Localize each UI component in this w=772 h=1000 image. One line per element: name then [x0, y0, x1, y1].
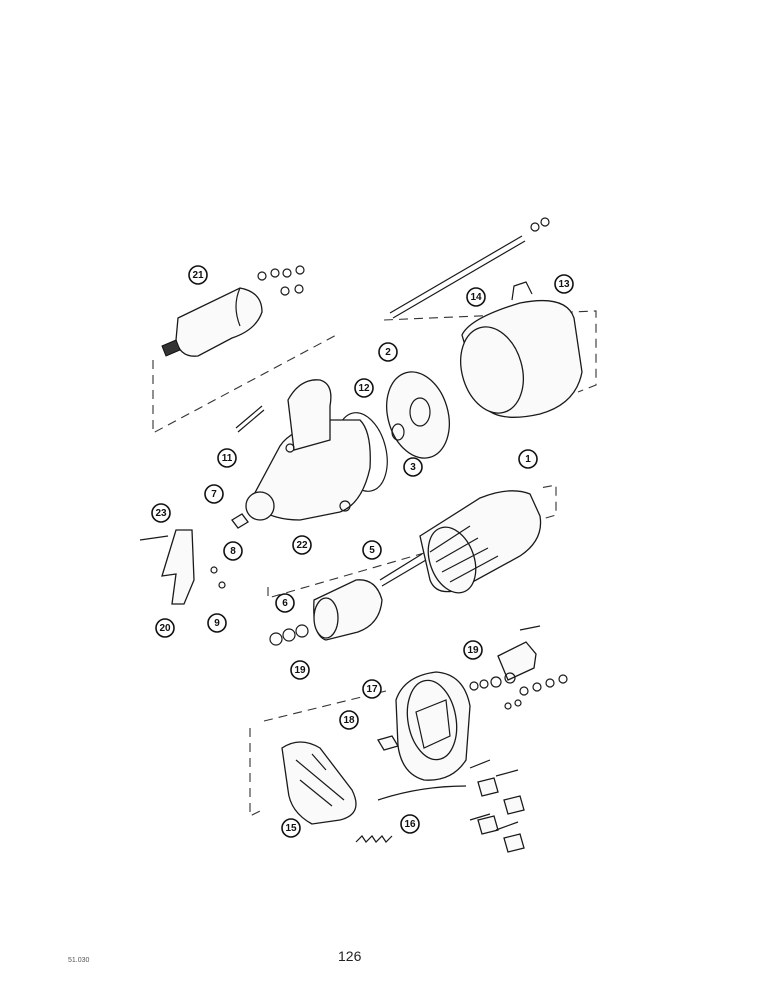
end-plate	[386, 371, 450, 459]
callout-number: 2	[385, 347, 391, 358]
callout-7: 7	[204, 484, 224, 504]
callout-8: 8	[223, 541, 243, 561]
armature	[379, 490, 542, 594]
callout-19: 19	[290, 660, 310, 680]
callout-number: 8	[230, 546, 236, 557]
callout-number: 11	[222, 453, 233, 464]
callout-number: 18	[343, 715, 355, 726]
drive-pinion	[269, 579, 383, 646]
callout-circle	[354, 378, 374, 398]
callout-5: 5	[362, 540, 382, 560]
callout-number: 23	[155, 508, 167, 519]
callout-number: 7	[211, 489, 217, 500]
callout-number: 6	[282, 598, 288, 609]
brush-spring	[355, 835, 393, 843]
callout-circle	[339, 710, 359, 730]
callout-circle	[362, 679, 382, 699]
callout-9: 9	[207, 613, 227, 633]
callout-circle	[151, 503, 171, 523]
callout-circle	[204, 484, 224, 504]
callout-circle	[188, 265, 208, 285]
callout-circle	[463, 640, 483, 660]
callout-number: 22	[296, 540, 308, 551]
callout-number: 20	[159, 623, 171, 634]
callout-number: 12	[358, 383, 370, 394]
callout-circle	[518, 449, 538, 469]
field-frame-housing	[460, 281, 583, 418]
callout-number: 19	[467, 645, 479, 656]
brushes	[377, 759, 525, 853]
callout-circle	[554, 274, 574, 294]
through-bolt	[389, 217, 550, 319]
callout-23: 23	[151, 503, 171, 523]
callout-circle	[403, 457, 423, 477]
callout-number: 17	[366, 684, 378, 695]
callout-number: 9	[214, 618, 220, 629]
callout-number: 1	[525, 454, 531, 465]
callout-number: 5	[369, 545, 375, 556]
bushing	[231, 513, 249, 529]
callout-13: 13	[554, 274, 574, 294]
page-number: 126	[338, 948, 362, 964]
callout-circle	[217, 448, 237, 468]
callout-circle	[362, 540, 382, 560]
callout-number: 13	[558, 279, 570, 290]
callout-number: 3	[410, 462, 416, 473]
callout-number: 21	[192, 270, 204, 281]
callout-circle	[223, 541, 243, 561]
callout-22: 22	[292, 535, 312, 555]
callout-16: 16	[400, 814, 420, 834]
callout-circle	[290, 660, 310, 680]
callout-number: 14	[470, 292, 482, 303]
solenoid	[161, 265, 305, 357]
callout-18: 18	[339, 710, 359, 730]
callout-19: 19	[463, 640, 483, 660]
document-code: 51.030	[68, 957, 90, 964]
callout-number: 19	[294, 665, 306, 676]
callout-circle	[466, 287, 486, 307]
callout-1: 1	[518, 449, 538, 469]
callout-circle	[281, 818, 301, 838]
callout-2: 2	[378, 342, 398, 362]
callout-circle	[275, 593, 295, 613]
callout-15: 15	[281, 818, 301, 838]
callout-number: 16	[404, 819, 416, 830]
callout-6: 6	[275, 593, 295, 613]
callout-20: 20	[155, 618, 175, 638]
callout-17: 17	[362, 679, 382, 699]
callout-21: 21	[188, 265, 208, 285]
callout-circle	[155, 618, 175, 638]
callout-14: 14	[466, 287, 486, 307]
brush-holder	[281, 741, 357, 825]
callout-circle	[400, 814, 420, 834]
callout-11: 11	[217, 448, 237, 468]
shift-lever	[139, 529, 226, 605]
housing-bolt	[235, 405, 265, 433]
callout-circle	[378, 342, 398, 362]
commutator-end-housing	[395, 625, 568, 781]
callout-3: 3	[403, 457, 423, 477]
callout-circle	[292, 535, 312, 555]
callout-12: 12	[354, 378, 374, 398]
callout-circle	[207, 613, 227, 633]
drive-housing	[245, 379, 371, 521]
end-bushing	[377, 735, 399, 751]
callout-number: 15	[285, 823, 297, 834]
